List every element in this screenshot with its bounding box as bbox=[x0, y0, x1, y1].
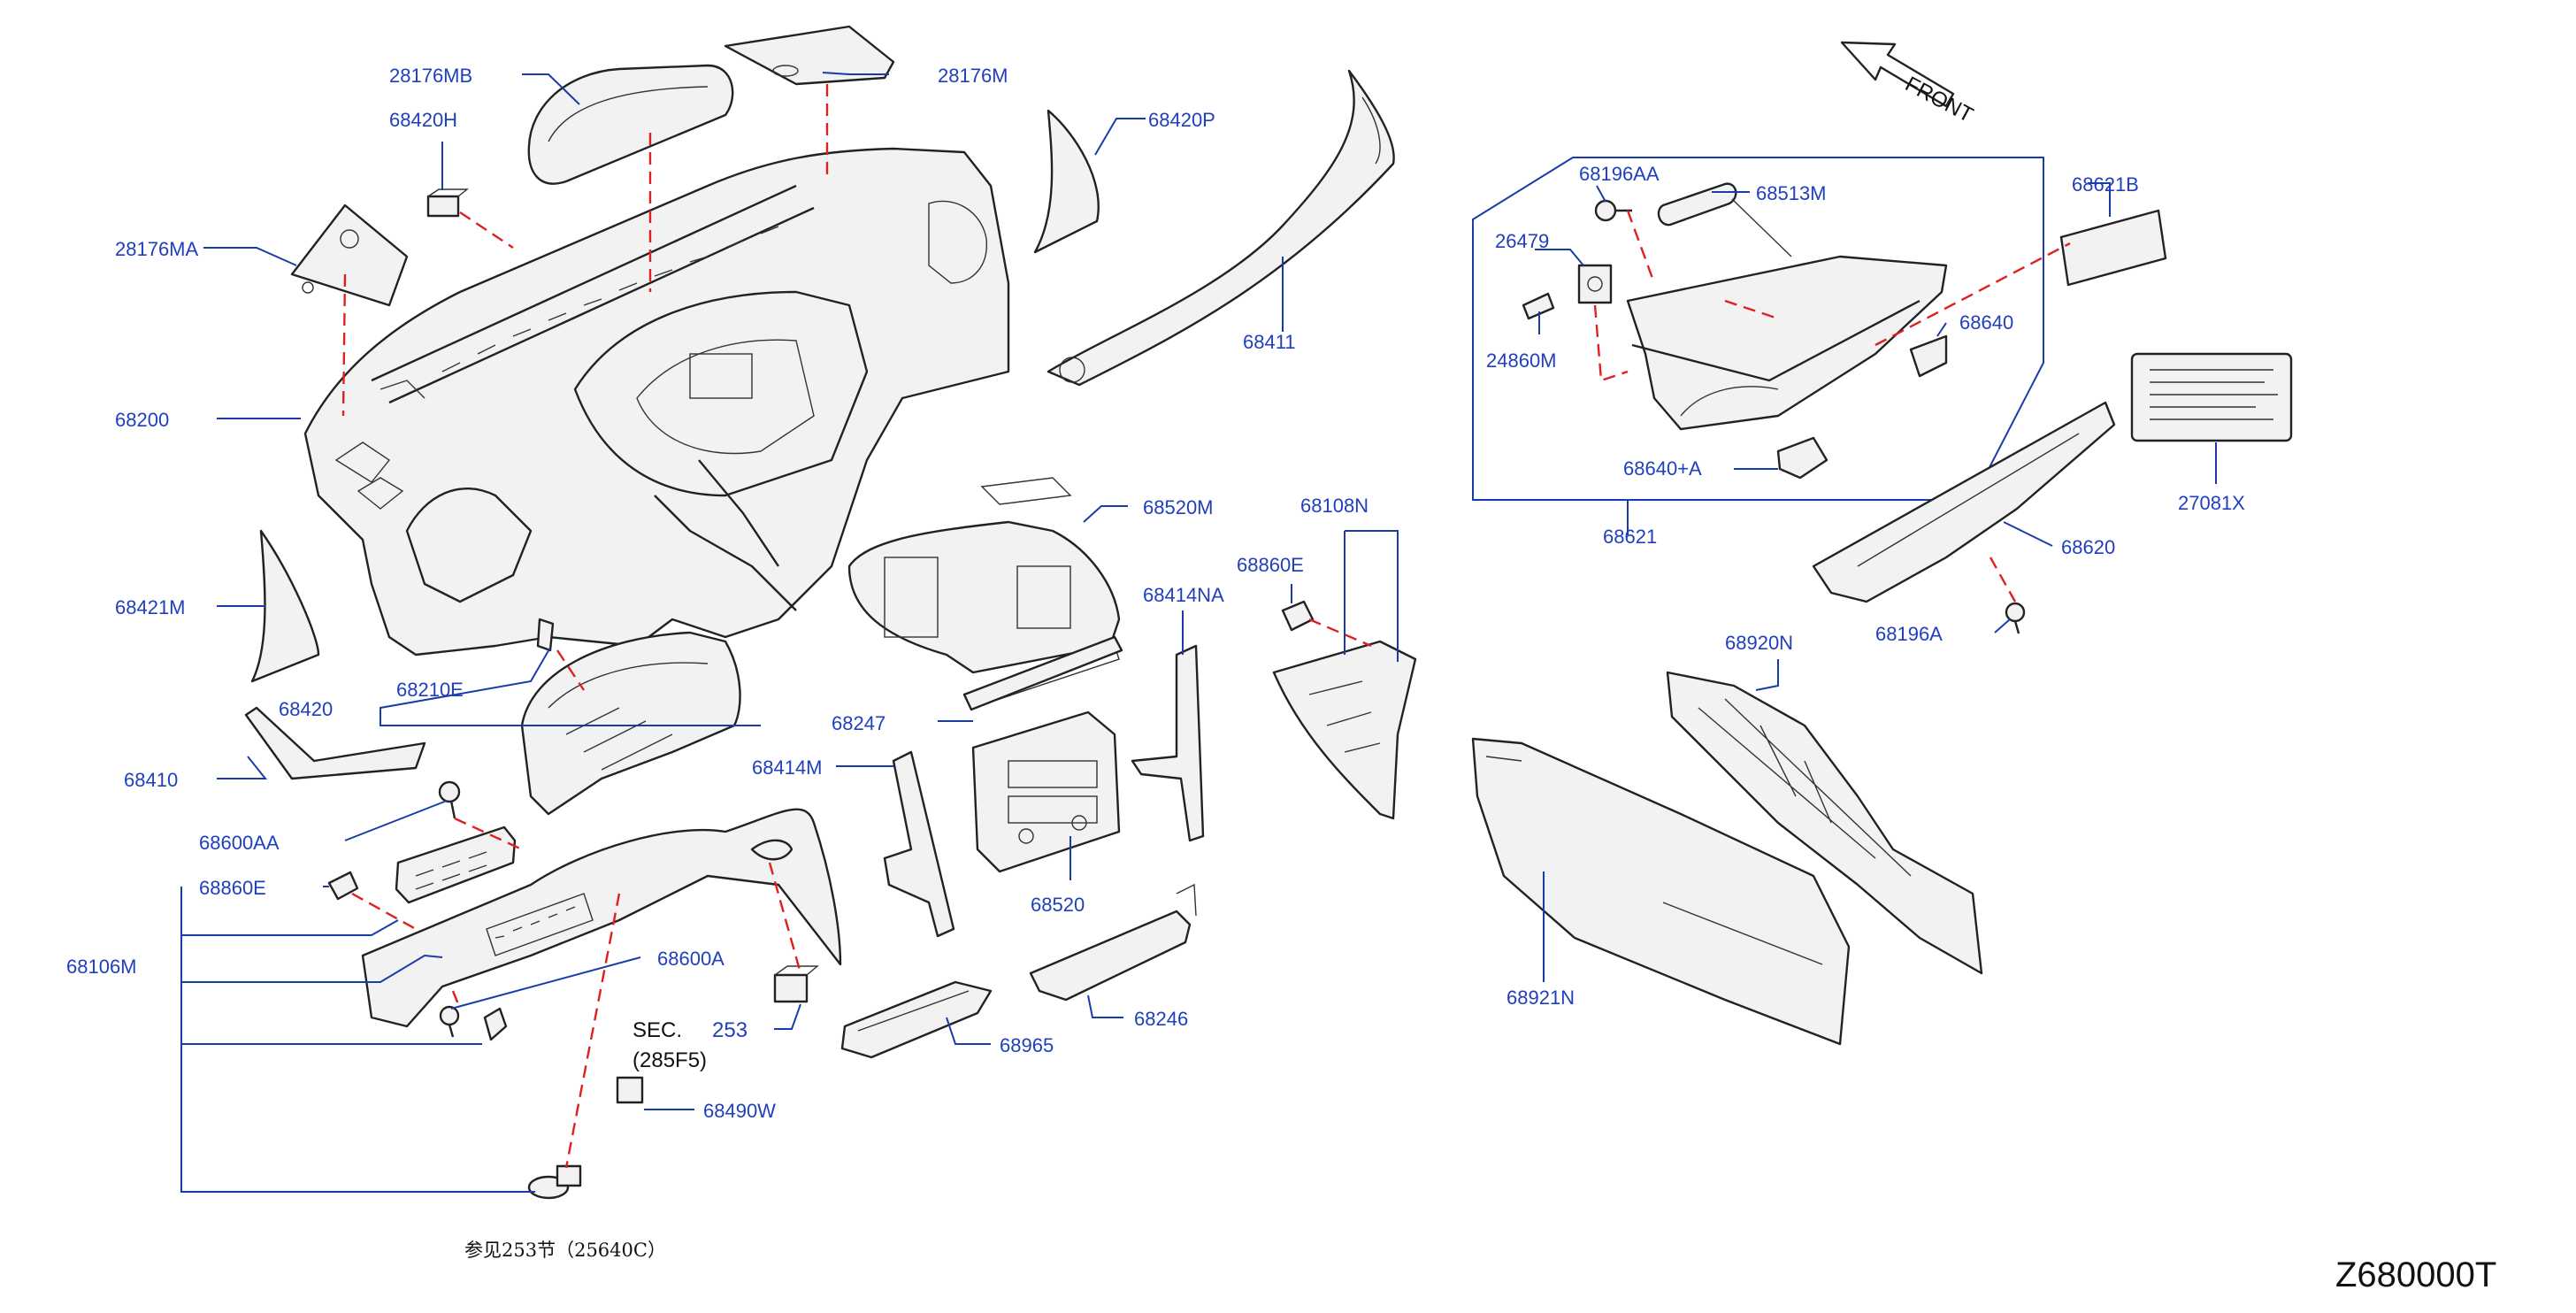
label-68520M: 68520M bbox=[1143, 496, 1214, 518]
part-68246-drawing bbox=[1029, 883, 1197, 1002]
part-25640C-drawing bbox=[527, 1164, 582, 1200]
part-68411-drawing bbox=[1046, 69, 1395, 387]
part-68421M-drawing bbox=[250, 529, 320, 683]
part-68965-drawing bbox=[840, 980, 993, 1059]
part-68200-drawing bbox=[303, 147, 1010, 656]
sec-text: SEC. bbox=[632, 1018, 682, 1042]
diagram-code: Z680000T bbox=[2335, 1255, 2496, 1294]
label-68520: 68520 bbox=[1031, 894, 1085, 916]
part-28176M-drawing bbox=[724, 25, 895, 86]
part-27081X-drawing bbox=[2130, 352, 2293, 442]
label-68414NA: 68414NA bbox=[1143, 584, 1224, 606]
label-26479: 26479 bbox=[1495, 230, 1549, 252]
label-68421M: 68421M bbox=[115, 596, 186, 618]
front-label: FRONT bbox=[1901, 72, 1977, 127]
label-68210E: 68210E bbox=[396, 679, 464, 701]
label-68414M: 68414M bbox=[752, 756, 823, 779]
part-68414M-drawing bbox=[883, 750, 955, 938]
label-68420: 68420 bbox=[279, 698, 333, 720]
part-68921N-drawing bbox=[1471, 737, 1851, 1046]
label-68410: 68410 bbox=[124, 769, 178, 791]
part-68621-drawing bbox=[1626, 255, 1948, 431]
front-arrow: FRONT bbox=[1840, 41, 1977, 127]
label-68621: 68621 bbox=[1603, 526, 1657, 548]
part-68640A-drawing bbox=[1776, 436, 1828, 480]
part-68520-drawing bbox=[971, 710, 1121, 873]
part-28176MB-drawing bbox=[527, 64, 734, 185]
part-68860E-right-drawing bbox=[1281, 600, 1315, 632]
label-68420P: 68420P bbox=[1148, 109, 1215, 131]
label-68411: 68411 bbox=[1243, 331, 1296, 353]
label-68200: 68200 bbox=[115, 409, 169, 431]
part-68490W-drawing bbox=[616, 1076, 644, 1104]
label-24860M: 24860M bbox=[1486, 349, 1557, 372]
label-68860E-left: 68860E bbox=[199, 877, 266, 899]
part-68106M-drawing bbox=[361, 808, 842, 1028]
label-68420H: 68420H bbox=[389, 109, 457, 131]
part-68640-drawing bbox=[1909, 334, 1948, 378]
label-68106M: 68106M bbox=[66, 956, 137, 978]
part-68600AA-drawing bbox=[438, 780, 461, 819]
see-note: 参见253节（25640C） bbox=[464, 1240, 666, 1261]
label-28176MA: 28176MA bbox=[115, 238, 199, 260]
part-68860E-left-drawing bbox=[327, 871, 359, 901]
label-68247: 68247 bbox=[832, 712, 886, 734]
assembly-dashed-lines bbox=[341, 84, 2071, 1169]
part-68414NA-drawing bbox=[1131, 644, 1205, 842]
part-68210E-drawing bbox=[536, 618, 555, 652]
part-68620-drawing bbox=[1812, 401, 2116, 603]
label-68620: 68620 bbox=[2061, 536, 2115, 558]
label-68860E-right: 68860E bbox=[1237, 554, 1304, 576]
part-68420-drawing bbox=[520, 631, 741, 816]
label-27081X: 27081X bbox=[2178, 492, 2245, 514]
part-68920N-drawing bbox=[1666, 671, 1983, 975]
label-68920N: 68920N bbox=[1725, 632, 1793, 654]
leader-lines bbox=[180, 72, 2217, 1193]
label-68196AA: 68196AA bbox=[1579, 163, 1660, 185]
part-68410-drawing bbox=[244, 706, 426, 780]
glovebox-group-box bbox=[1472, 157, 2044, 501]
part-68420H-drawing bbox=[426, 188, 469, 218]
label-253: 253 bbox=[712, 1018, 748, 1042]
part-26479-drawing bbox=[1577, 264, 1613, 304]
callout-labels: 28176MB 28176M 68420H 68420P 28176MA 684… bbox=[66, 65, 2245, 1261]
label-68640: 68640 bbox=[1959, 311, 2013, 334]
part-68513M-drawing bbox=[1657, 182, 1792, 257]
part-68420P-drawing bbox=[1033, 109, 1100, 254]
part-68108N-drawing bbox=[1272, 640, 1417, 820]
label-68513M: 68513M bbox=[1756, 182, 1827, 204]
label-68965: 68965 bbox=[1000, 1034, 1054, 1056]
part-68621B-drawing bbox=[2059, 209, 2167, 287]
part-28176MA-drawing bbox=[290, 203, 409, 307]
part-68196AA-drawing bbox=[1594, 199, 1632, 222]
part-switch-panel-drawing bbox=[395, 825, 517, 904]
label-68246: 68246 bbox=[1134, 1008, 1188, 1030]
part-253-drawing bbox=[773, 965, 819, 1003]
label-68600AA: 68600AA bbox=[199, 832, 280, 854]
part-68247-drawing bbox=[962, 635, 1123, 711]
part-68520M-drawing bbox=[847, 477, 1121, 709]
part-68600A-drawing bbox=[439, 1005, 508, 1041]
label-68108N: 68108N bbox=[1300, 495, 1368, 517]
label-28176MB: 28176MB bbox=[389, 65, 472, 87]
sec-sub: (285F5) bbox=[632, 1048, 707, 1072]
part-68196A-drawing bbox=[2005, 602, 2026, 634]
label-68621B: 68621B bbox=[2072, 173, 2139, 196]
label-68196A: 68196A bbox=[1875, 623, 1943, 645]
label-68600A: 68600A bbox=[657, 948, 724, 970]
part-24860M-drawing bbox=[1522, 292, 1555, 320]
label-28176M: 28176M bbox=[938, 65, 1008, 87]
label-68921N: 68921N bbox=[1506, 987, 1575, 1009]
label-68490W: 68490W bbox=[703, 1100, 776, 1122]
label-68640A: 68640+A bbox=[1623, 457, 1702, 480]
